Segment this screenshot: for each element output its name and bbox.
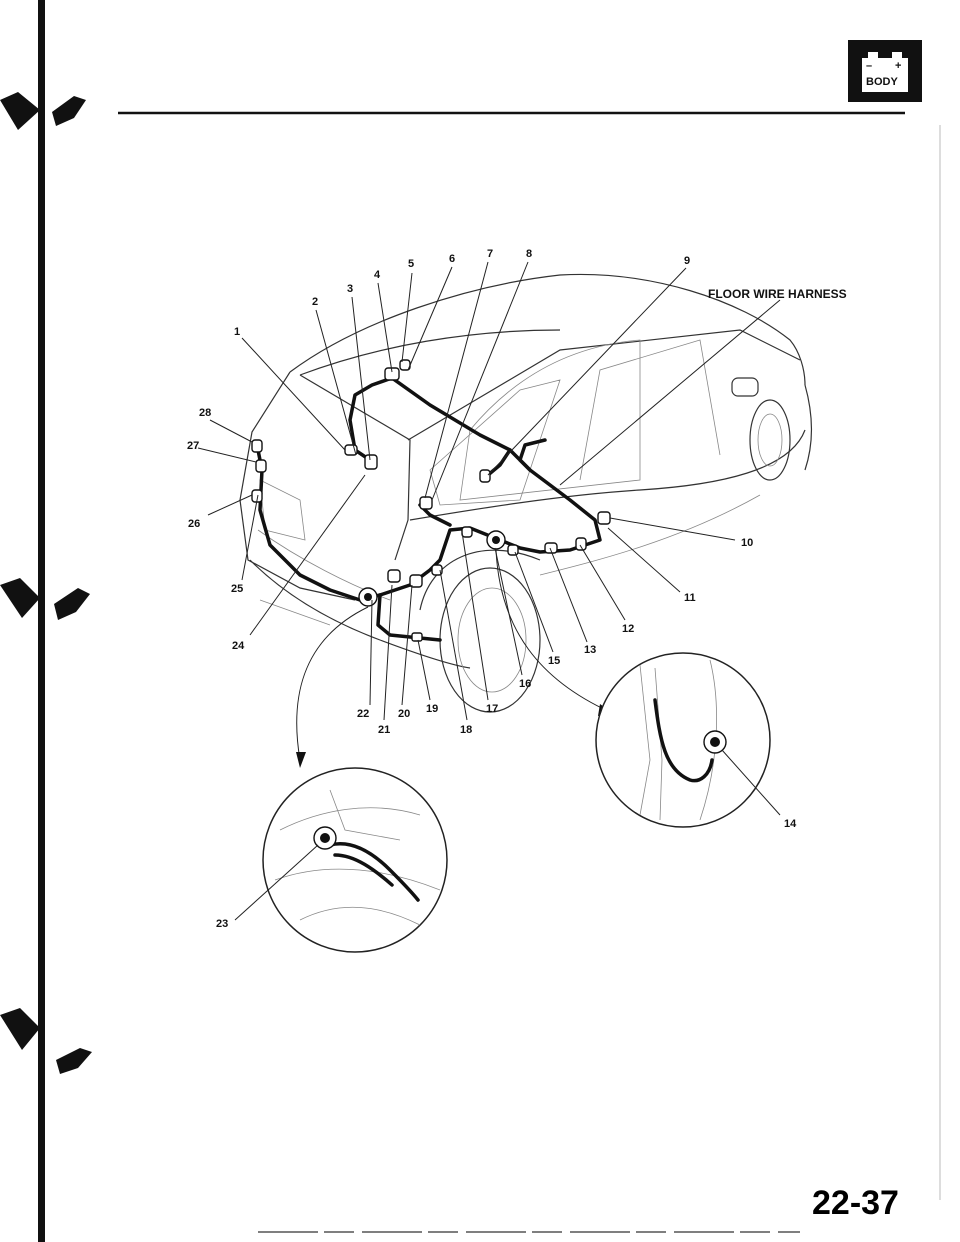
- callout-16: 16: [519, 678, 531, 690]
- detail-arrows: [296, 549, 614, 768]
- battery-icon: – + BODY: [848, 40, 922, 102]
- callout-6: 6: [449, 253, 455, 265]
- harness-label: FLOOR WIRE HARNESS: [708, 287, 847, 301]
- callout-28: 28: [199, 407, 211, 419]
- callout-2: 2: [312, 296, 318, 308]
- section-label: BODY: [866, 76, 898, 88]
- callout-11: 11: [684, 592, 696, 604]
- callout-5: 5: [408, 258, 414, 270]
- binding-margin: [0, 0, 92, 1242]
- callout-18: 18: [460, 724, 472, 736]
- callout-23: 23: [216, 918, 228, 930]
- callout-10: 10: [741, 537, 753, 549]
- callout-1: 1: [234, 326, 240, 338]
- callout-8: 8: [526, 248, 532, 260]
- callout-20: 20: [398, 708, 410, 720]
- callout-17: 17: [486, 703, 498, 715]
- callout-27: 27: [187, 440, 199, 452]
- page-number: 22-37: [812, 1184, 899, 1222]
- callout-15: 15: [548, 655, 560, 667]
- callout-21: 21: [378, 724, 390, 736]
- callout-12: 12: [622, 623, 634, 635]
- callout-13: 13: [584, 644, 596, 656]
- leader-lines: [197, 261, 781, 721]
- callout-9: 9: [684, 255, 690, 267]
- detail-circle-14: [595, 652, 781, 828]
- callout-7: 7: [487, 248, 493, 260]
- callout-22: 22: [357, 708, 369, 720]
- callout-19: 19: [426, 703, 438, 715]
- callout-3: 3: [347, 283, 353, 295]
- callout-24: 24: [232, 640, 245, 652]
- callout-14: 14: [784, 818, 797, 830]
- car-outline: [239, 273, 812, 713]
- battery-plus-sign: +: [895, 60, 901, 72]
- callout-4: 4: [374, 269, 381, 281]
- callout-numbers: 1 2 3 4 5 6 7 8 9 10 11 12 13 14 15 16 1…: [187, 248, 797, 930]
- callout-26: 26: [188, 518, 200, 530]
- detail-circle-23: [234, 767, 448, 953]
- connectors: [251, 359, 611, 642]
- callout-25: 25: [231, 583, 243, 595]
- battery-minus-sign: –: [866, 60, 872, 72]
